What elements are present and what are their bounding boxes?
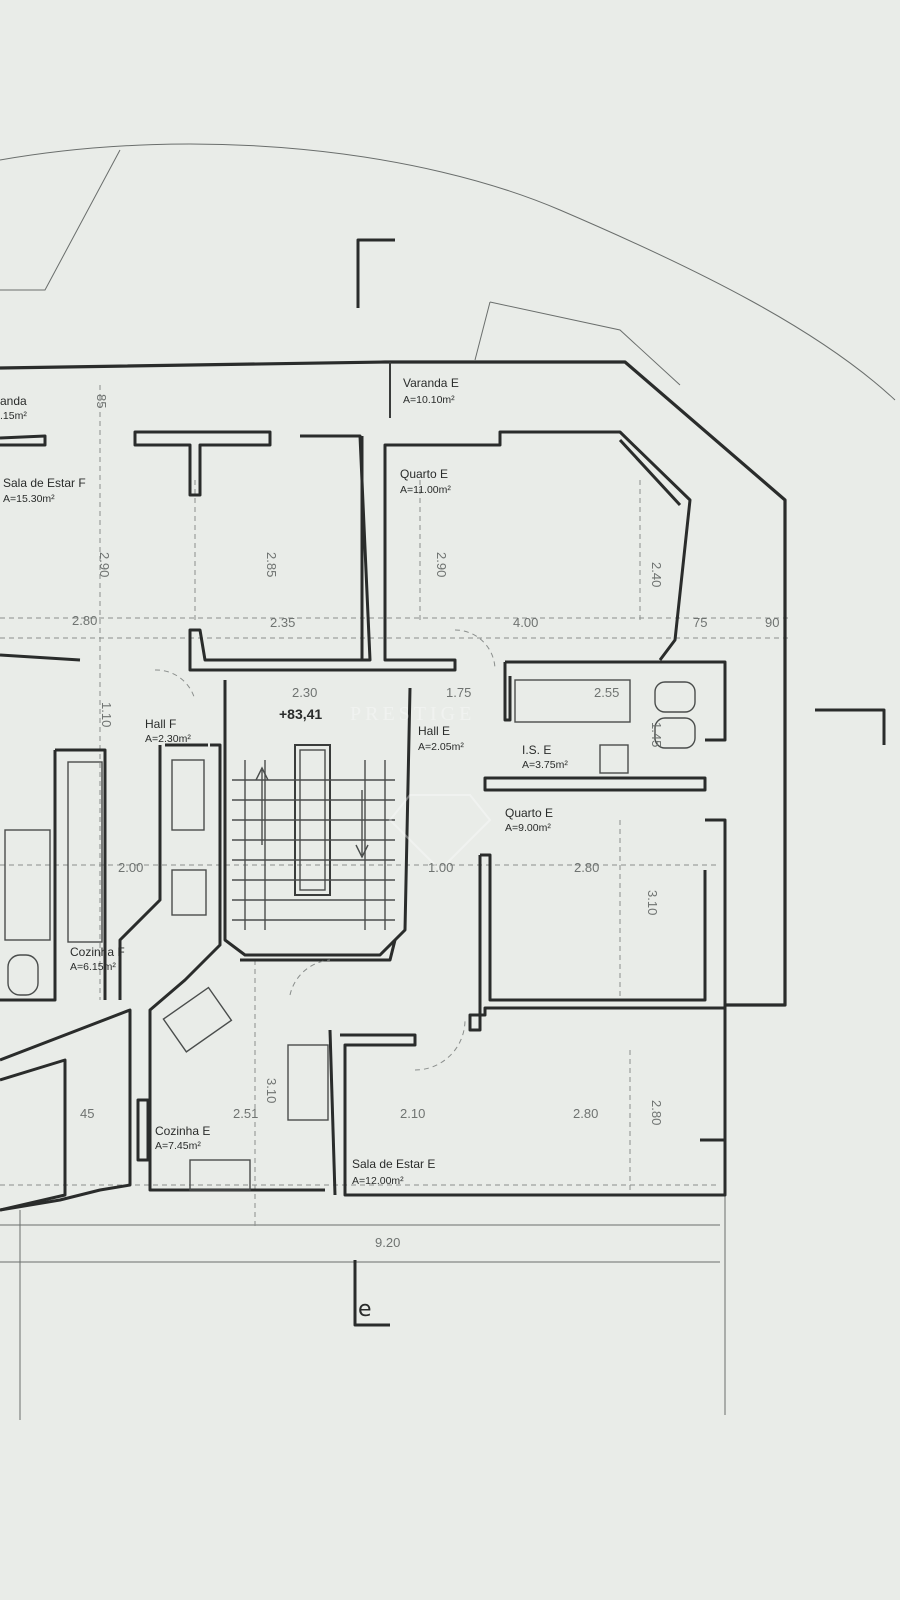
dim-3-10a: 3.10 [645, 890, 660, 915]
room-area-is-e: A=3.75m² [522, 759, 568, 771]
room-area-sala-estar-e: A=12.00m² [352, 1175, 404, 1187]
fixtures [4, 679, 696, 1191]
room-name-hall-e: Hall E [418, 724, 450, 738]
room-name-cozinha-f: Cozinha F [70, 945, 125, 959]
room-area-hall-f: A=2.30m² [145, 733, 191, 745]
dim-75: 75 [693, 615, 707, 630]
dimension-labels: 85 2.90 2.85 2.90 2.40 2.80 2.35 4.00 75… [72, 394, 779, 1250]
room-name-varanda-f: anda [0, 394, 27, 408]
dim-2-00: 2.00 [118, 860, 143, 875]
dim-2-35: 2.35 [270, 615, 295, 630]
interior-walls [0, 430, 727, 1212]
room-name-sala-estar-f: Sala de Estar F [3, 476, 86, 490]
dim-2-80c: 2.80 [573, 1106, 598, 1121]
section-marker-label: e [358, 1297, 372, 1322]
room-name-quarto-e-top: Quarto E [400, 467, 448, 481]
dim-2-55: 2.55 [594, 685, 619, 700]
room-area-sala-estar-f: A=15.30m² [3, 493, 55, 505]
dim-85: 85 [94, 394, 109, 408]
dim-2-80d: 2.80 [649, 1100, 664, 1125]
site-outline [0, 143, 896, 401]
dim-2-85: 2.85 [264, 552, 279, 577]
room-name-cozinha-e: Cozinha E [155, 1124, 210, 1138]
dim-9-20: 9.20 [375, 1235, 400, 1250]
elevation-level: +83,41 [279, 706, 322, 722]
room-area-hall-e: A=2.05m² [418, 741, 464, 753]
dim-45: 45 [80, 1106, 94, 1121]
dim-90: 90 [765, 615, 779, 630]
staircase [232, 744, 395, 930]
room-area-varanda-f: .15m² [0, 410, 27, 422]
door-swings [154, 629, 496, 1071]
dimension-grid [0, 385, 790, 1420]
dim-2-10: 2.10 [400, 1106, 425, 1121]
dim-1-00: 1.00 [428, 860, 453, 875]
dim-2-80a: 2.80 [72, 613, 97, 628]
dim-2-40: 2.40 [649, 562, 664, 587]
room-name-quarto-e-mid: Quarto E [505, 806, 553, 820]
room-name-sala-estar-e: Sala de Estar E [352, 1157, 435, 1171]
dim-1-45: 1.45 [649, 722, 664, 747]
section-marks [353, 238, 886, 1327]
room-name-is-e: I.S. E [522, 743, 551, 757]
dim-2-90b: 2.90 [434, 552, 449, 577]
watermark-logo [388, 794, 492, 872]
dim-2-51: 2.51 [233, 1106, 258, 1121]
dim-4-00: 4.00 [513, 615, 538, 630]
building-perimeter [0, 360, 787, 1007]
room-area-cozinha-f: A=6.15m² [70, 961, 116, 973]
room-name-varanda-e: Varanda E [403, 376, 459, 390]
dim-1-75: 1.75 [446, 685, 471, 700]
dim-2-80b: 2.80 [574, 860, 599, 875]
dim-2-90a: 2.90 [97, 552, 112, 577]
room-area-varanda-e: A=10.10m² [403, 394, 455, 406]
dim-1-10: 1.10 [99, 702, 114, 727]
room-labels: anda .15m² Varanda E A=10.10m² Sala de E… [0, 376, 568, 1187]
dim-2-30: 2.30 [292, 685, 317, 700]
room-area-quarto-e-top: A=11.00m² [400, 484, 451, 496]
dim-3-10b: 3.10 [264, 1078, 279, 1103]
watermark-text: PRESTIGE [350, 703, 475, 725]
room-area-cozinha-e: A=7.45m² [155, 1140, 201, 1152]
room-name-hall-f: Hall F [145, 717, 176, 731]
room-area-quarto-e-mid: A=9.00m² [505, 822, 551, 834]
